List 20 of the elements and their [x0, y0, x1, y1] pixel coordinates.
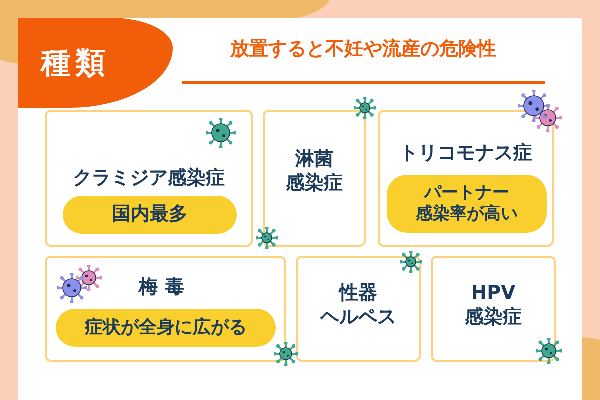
disease-name: 梅毒 [138, 276, 192, 300]
disease-card [431, 256, 556, 362]
disease-name: HPV感染症 [465, 282, 522, 330]
disease-name: 淋菌感染症 [286, 148, 343, 196]
disease-name: トリコモナス症 [400, 142, 532, 166]
title: 放置すると不妊や流産の危険性 [229, 37, 498, 62]
disease-card [45, 110, 253, 247]
disease-card [378, 110, 554, 247]
badge-label: 種類 [41, 44, 110, 82]
pill-text: パートナー感染率が高い [416, 182, 518, 226]
disease-name: 性器ヘルペス [320, 282, 396, 330]
feature-pill [387, 175, 547, 233]
feature-pill [56, 309, 276, 347]
disease-card [296, 256, 421, 362]
pill-text: 症状が全身に広がる [85, 316, 247, 340]
disease-card [45, 256, 286, 362]
pill-text: 国内最多 [112, 203, 188, 227]
disease-card [263, 110, 366, 247]
feature-pill [63, 196, 237, 234]
disease-name: クラミジア感染症 [73, 167, 225, 191]
